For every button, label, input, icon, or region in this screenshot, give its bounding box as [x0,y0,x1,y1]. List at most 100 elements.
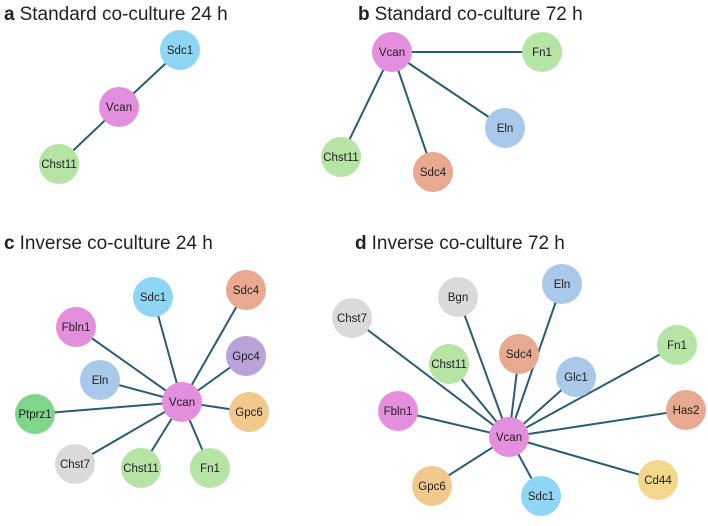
node-label: Vcan [496,432,522,444]
node-label: Eln [497,123,514,135]
node-label: Sdc1 [140,292,166,304]
node-circle [378,391,418,431]
node-circle [160,30,200,70]
panel-d-title-text: Inverse co-culture 72 h [372,233,565,254]
node-c-sdc1: Sdc1 [133,277,173,317]
node-label: Vcan [106,102,132,114]
panel-b-title-text: Standard co-culture 72 h [375,4,583,25]
node-label: Chst7 [337,313,367,325]
node-circle [542,264,582,304]
node-d-cd44: Cd44 [638,460,678,500]
node-b-vcan: Vcan [372,32,412,72]
node-d-eln: Eln [542,264,582,304]
node-circle [499,334,539,374]
edge-d-vcan-fn1 [508,344,678,438]
node-d-gpc6: Gpc6 [412,466,452,506]
node-d-sdc1: Sdc1 [521,476,561,516]
panel-b-letter: b [358,4,370,25]
node-label: Fbln1 [384,406,413,418]
node-label: Chst11 [323,152,359,164]
node-label: Gpc4 [232,351,260,363]
node-d-fbln1: Fbln1 [378,391,418,431]
node-circle [226,336,266,376]
node-circle [39,144,79,184]
panel-d-letter: d [355,233,367,254]
node-circle [55,444,95,484]
node-circle [15,394,55,434]
node-label: Gpc6 [235,407,263,419]
node-circle [429,344,469,384]
node-circle [190,448,230,488]
node-label: Vcan [169,397,195,409]
node-label: Eln [554,279,571,291]
node-label: Glc1 [564,372,588,384]
node-label: Chst7 [60,459,90,471]
node-c-chst7: Chst7 [55,444,95,484]
node-circle [332,298,372,338]
node-label: Sdc1 [167,45,193,57]
node-circle [413,152,453,192]
node-circle [438,277,478,317]
edge-b-vcan-sdc4 [391,51,434,173]
node-c-gpc6: Gpc6 [229,392,269,432]
edge-d-vcan-bgn [457,296,510,438]
node-d-has2: Has2 [666,390,706,430]
node-label: Chst11 [123,463,159,475]
edge-b-vcan-eln [391,51,506,129]
node-circle [162,382,202,422]
edge-c-vcan-fbln1 [75,326,183,403]
edge-d-vcan-cd44 [508,436,659,481]
node-label: Sdc4 [506,349,533,361]
node-label: Sdc4 [420,167,447,179]
node-d-fn1: Fn1 [657,325,697,365]
node-label: Sdc4 [233,285,260,297]
node-circle [657,325,697,365]
node-c-gpc4: Gpc4 [226,336,266,376]
node-circle [521,476,561,516]
node-d-sdc4: Sdc4 [499,334,539,374]
node-d-bgn: Bgn [438,277,478,317]
node-circle [321,137,361,177]
node-label: Gpc6 [418,481,446,493]
edge-d-vcan-has2 [508,409,687,438]
node-circle [556,357,596,397]
node-circle [638,460,678,500]
node-label: Fn1 [667,340,687,352]
node-circle [489,417,529,457]
node-a-sdc1: Sdc1 [160,30,200,70]
node-c-sdc4: Sdc4 [226,270,266,310]
node-label: Cd44 [644,475,672,487]
node-label: Fn1 [532,47,552,59]
node-b-chst11: Chst11 [321,137,361,177]
node-a-chst11: Chst11 [39,144,79,184]
node-label: Has2 [673,405,700,417]
node-circle [121,448,161,488]
node-circle [133,277,173,317]
node-c-vcan: Vcan [162,382,202,422]
node-c-ptprz1: Ptprz1 [15,394,55,434]
panel-a-letter: a [4,4,15,25]
node-b-eln: Eln [485,108,525,148]
edge-c-vcan-sdc4 [181,289,247,403]
node-circle [229,392,269,432]
node-label: Fbln1 [62,322,91,334]
node-c-eln: Eln [80,360,120,400]
node-c-fn1: Fn1 [190,448,230,488]
node-b-sdc4: Sdc4 [413,152,453,192]
node-circle [56,307,96,347]
node-circle [485,108,525,148]
node-label: Bgn [448,292,468,304]
node-d-chst11: Chst11 [429,344,469,384]
node-circle [99,87,139,127]
panel-c-title-text: Inverse co-culture 24 h [20,233,213,254]
node-circle [372,32,412,72]
node-circle [666,390,706,430]
node-c-chst11: Chst11 [121,448,161,488]
node-label: Eln [92,375,109,387]
node-label: Ptprz1 [18,409,51,421]
